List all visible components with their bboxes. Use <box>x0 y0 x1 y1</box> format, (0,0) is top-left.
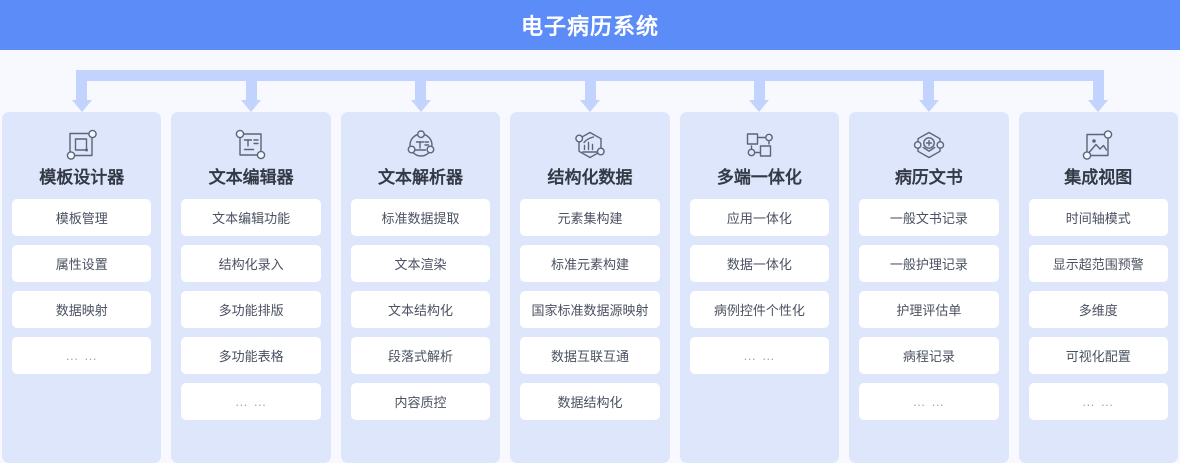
feature-item[interactable]: 数据映射 <box>12 291 152 328</box>
down-arrow-icon <box>749 100 770 112</box>
arrow-stem <box>753 70 765 103</box>
module-column-template-designer[interactable]: 模板设计器模板管理属性设置数据映射 … … <box>2 112 162 463</box>
feature-item[interactable]: 多功能排版 <box>181 291 321 328</box>
feature-item[interactable]: 内容质控 <box>350 383 491 420</box>
feature-item[interactable]: 段落式解析 <box>350 337 491 374</box>
arrow-stem <box>415 70 427 103</box>
feature-list: 时间轴模式显示超范围预警多维度可视化配置 … … <box>1028 199 1168 420</box>
module-title: 结构化数据 <box>547 168 633 187</box>
feature-item[interactable]: 一般护理记录 <box>859 245 999 282</box>
module-column-text-editor[interactable]: 文本编辑器文本编辑功能结构化录入多功能排版多功能表格 … … <box>171 112 331 463</box>
feature-item[interactable]: … … <box>12 337 152 374</box>
feature-item[interactable]: 多维度 <box>1028 291 1168 328</box>
feature-item[interactable]: 标准元素构建 <box>520 245 660 282</box>
module-column-integrated-view[interactable]: 集成视图时间轴模式显示超范围预警多维度可视化配置 … … <box>1018 112 1178 463</box>
feature-item[interactable]: 文本结构化 <box>350 291 491 328</box>
feature-item[interactable]: 模板管理 <box>12 199 152 236</box>
arrow-stem <box>245 70 257 103</box>
arrow-stem <box>76 70 88 103</box>
hexagon-layers-plus-icon <box>909 125 949 165</box>
feature-item[interactable]: … … <box>689 337 830 374</box>
image-frame-icon <box>1078 125 1118 165</box>
feature-item[interactable]: 可视化配置 <box>1028 337 1168 374</box>
module-column-structured-data[interactable]: 结构化数据元素集构建标准元素构建国家标准数据源映射数据互联互通数据结构化 <box>510 112 670 463</box>
feature-list: 标准数据提取文本渲染文本结构化段落式解析内容质控 <box>350 199 491 420</box>
module-title: 集成视图 <box>1064 168 1133 187</box>
feature-item[interactable]: 时间轴模式 <box>1028 199 1168 236</box>
feature-item[interactable]: 多功能表格 <box>181 337 321 374</box>
feature-list: 应用一体化数据一体化病例控件个性化 … … <box>689 199 830 374</box>
text-box-icon <box>231 125 271 165</box>
module-title: 文本编辑器 <box>208 168 294 187</box>
nodes-squares-icon <box>739 125 779 165</box>
module-column-text-parser[interactable]: 文本解析器标准数据提取文本渲染文本结构化段落式解析内容质控 <box>340 112 501 463</box>
feature-item[interactable]: 数据一体化 <box>689 245 830 282</box>
module-title: 模板设计器 <box>39 168 125 187</box>
feature-list: 一般文书记录一般护理记录护理评估单病程记录 … … <box>859 199 999 420</box>
feature-item[interactable]: 应用一体化 <box>689 199 830 236</box>
feature-item[interactable]: 文本编辑功能 <box>181 199 321 236</box>
down-arrow-icon <box>410 100 431 112</box>
feature-item[interactable]: 病程记录 <box>859 337 999 374</box>
hexagon-chart-icon <box>570 125 610 165</box>
module-title: 多端一体化 <box>716 168 802 187</box>
feature-list: 模板管理属性设置数据映射 … … <box>12 199 152 374</box>
arrow-stem <box>1092 70 1104 103</box>
feature-item[interactable]: 国家标准数据源映射 <box>520 291 660 328</box>
feature-item[interactable]: 元素集构建 <box>520 199 660 236</box>
down-arrow-icon <box>241 100 262 112</box>
down-arrow-icon <box>1088 100 1109 112</box>
connector-bus <box>0 50 1180 112</box>
down-arrow-icon <box>580 100 600 112</box>
feature-item[interactable]: 数据互联互通 <box>520 337 660 374</box>
feature-item[interactable]: 护理评估单 <box>859 291 999 328</box>
page-title: 电子病历系统 <box>520 14 659 39</box>
down-arrow-icon <box>71 100 92 112</box>
template-frame-icon <box>62 125 102 165</box>
down-arrow-icon <box>918 100 939 112</box>
arrow-stem <box>584 70 596 103</box>
feature-item[interactable]: 数据结构化 <box>520 383 660 420</box>
feature-item[interactable]: 一般文书记录 <box>859 199 999 236</box>
module-column-medical-records[interactable]: 病历文书一般文书记录一般护理记录护理评估单病程记录 … … <box>849 112 1009 463</box>
text-circle-nodes-icon <box>401 125 441 165</box>
module-title: 病历文书 <box>894 168 963 187</box>
module-columns: 模板设计器模板管理属性设置数据映射… …文本编辑器文本编辑功能结构化录入多功能排… <box>0 112 1180 463</box>
feature-item[interactable]: … … <box>1028 383 1168 420</box>
feature-list: 元素集构建标准元素构建国家标准数据源映射数据互联互通数据结构化 <box>520 199 660 420</box>
feature-item[interactable]: 文本渲染 <box>350 245 491 282</box>
feature-item[interactable]: 标准数据提取 <box>350 199 491 236</box>
feature-item[interactable]: 病例控件个性化 <box>689 291 830 328</box>
feature-item[interactable]: 属性设置 <box>12 245 152 282</box>
feature-list: 文本编辑功能结构化录入多功能排版多功能表格 … … <box>181 199 321 420</box>
page-header: 电子病历系统 <box>0 0 1180 50</box>
feature-item[interactable]: … … <box>859 383 999 420</box>
feature-item[interactable]: … … <box>181 383 321 420</box>
module-column-multi-terminal[interactable]: 多端一体化应用一体化数据一体化病例控件个性化 … … <box>679 112 840 463</box>
arrow-stem <box>923 70 935 103</box>
module-title: 文本解析器 <box>378 168 464 187</box>
feature-item[interactable]: 显示超范围预警 <box>1028 245 1168 282</box>
feature-item[interactable]: 结构化录入 <box>181 245 321 282</box>
